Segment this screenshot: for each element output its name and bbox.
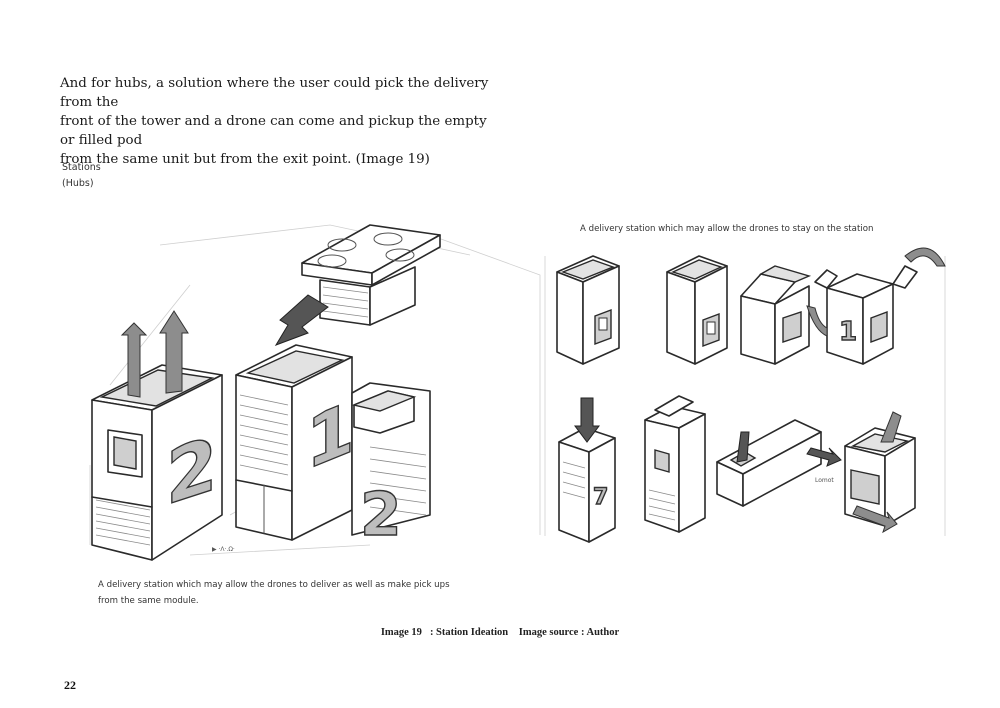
tower-one: 1 bbox=[235, 344, 355, 541]
station-2 bbox=[666, 255, 728, 365]
svg-text:Lomot: Lomot bbox=[815, 477, 834, 484]
caption-left-line-1: A delivery station which may allow the d… bbox=[98, 580, 450, 590]
station-7: Lomot bbox=[716, 419, 842, 507]
station-5: 7 bbox=[558, 397, 616, 543]
station-1 bbox=[556, 255, 620, 365]
small-number-seven: 7 bbox=[593, 485, 608, 510]
svg-text:2: 2 bbox=[360, 480, 402, 550]
section-label-title: Stations bbox=[62, 162, 101, 173]
intro-line-2: front of the tower and a drone can come … bbox=[60, 114, 487, 148]
figure-caption-number: Image 19 bbox=[380, 627, 422, 638]
caption-left: A delivery station which may allow the d… bbox=[98, 577, 478, 609]
intro-line-1: And for hubs, a solution where the user … bbox=[60, 76, 489, 110]
small-number-one: 1 bbox=[839, 317, 857, 347]
figure-caption-source: Image source : Author bbox=[518, 627, 620, 638]
section-label: Stations (Hubs) bbox=[62, 160, 101, 192]
drone-pod bbox=[274, 224, 441, 346]
tower-two-number: 2 bbox=[166, 420, 217, 522]
station-sketch-grid: 1 7 Lomot bbox=[544, 247, 946, 543]
station-6 bbox=[644, 395, 706, 533]
station-3 bbox=[740, 265, 812, 365]
station-4: 1 bbox=[806, 247, 946, 365]
intro-line-3: from the same unit but from the exit poi… bbox=[60, 152, 430, 167]
figure-caption-title: : Station Ideation bbox=[429, 627, 509, 638]
hub-sketch-illustration: 2 1 bbox=[89, 224, 541, 561]
tower-back: 2 bbox=[351, 382, 431, 551]
svg-text:▶ ·Λ·.Ω·: ▶ ·Λ·.Ω· bbox=[212, 546, 235, 553]
figure-caption: Image 19 : Station Ideation Image source … bbox=[0, 627, 1000, 638]
caption-right: A delivery station which may allow the d… bbox=[580, 224, 874, 234]
caption-left-line-2: from the same module. bbox=[98, 596, 199, 606]
page-number: 22 bbox=[64, 678, 76, 692]
section-label-subtitle: (Hubs) bbox=[62, 178, 94, 189]
intro-paragraph: And for hubs, a solution where the user … bbox=[60, 74, 500, 169]
station-8 bbox=[844, 411, 916, 534]
tower-two: 2 bbox=[91, 310, 223, 561]
